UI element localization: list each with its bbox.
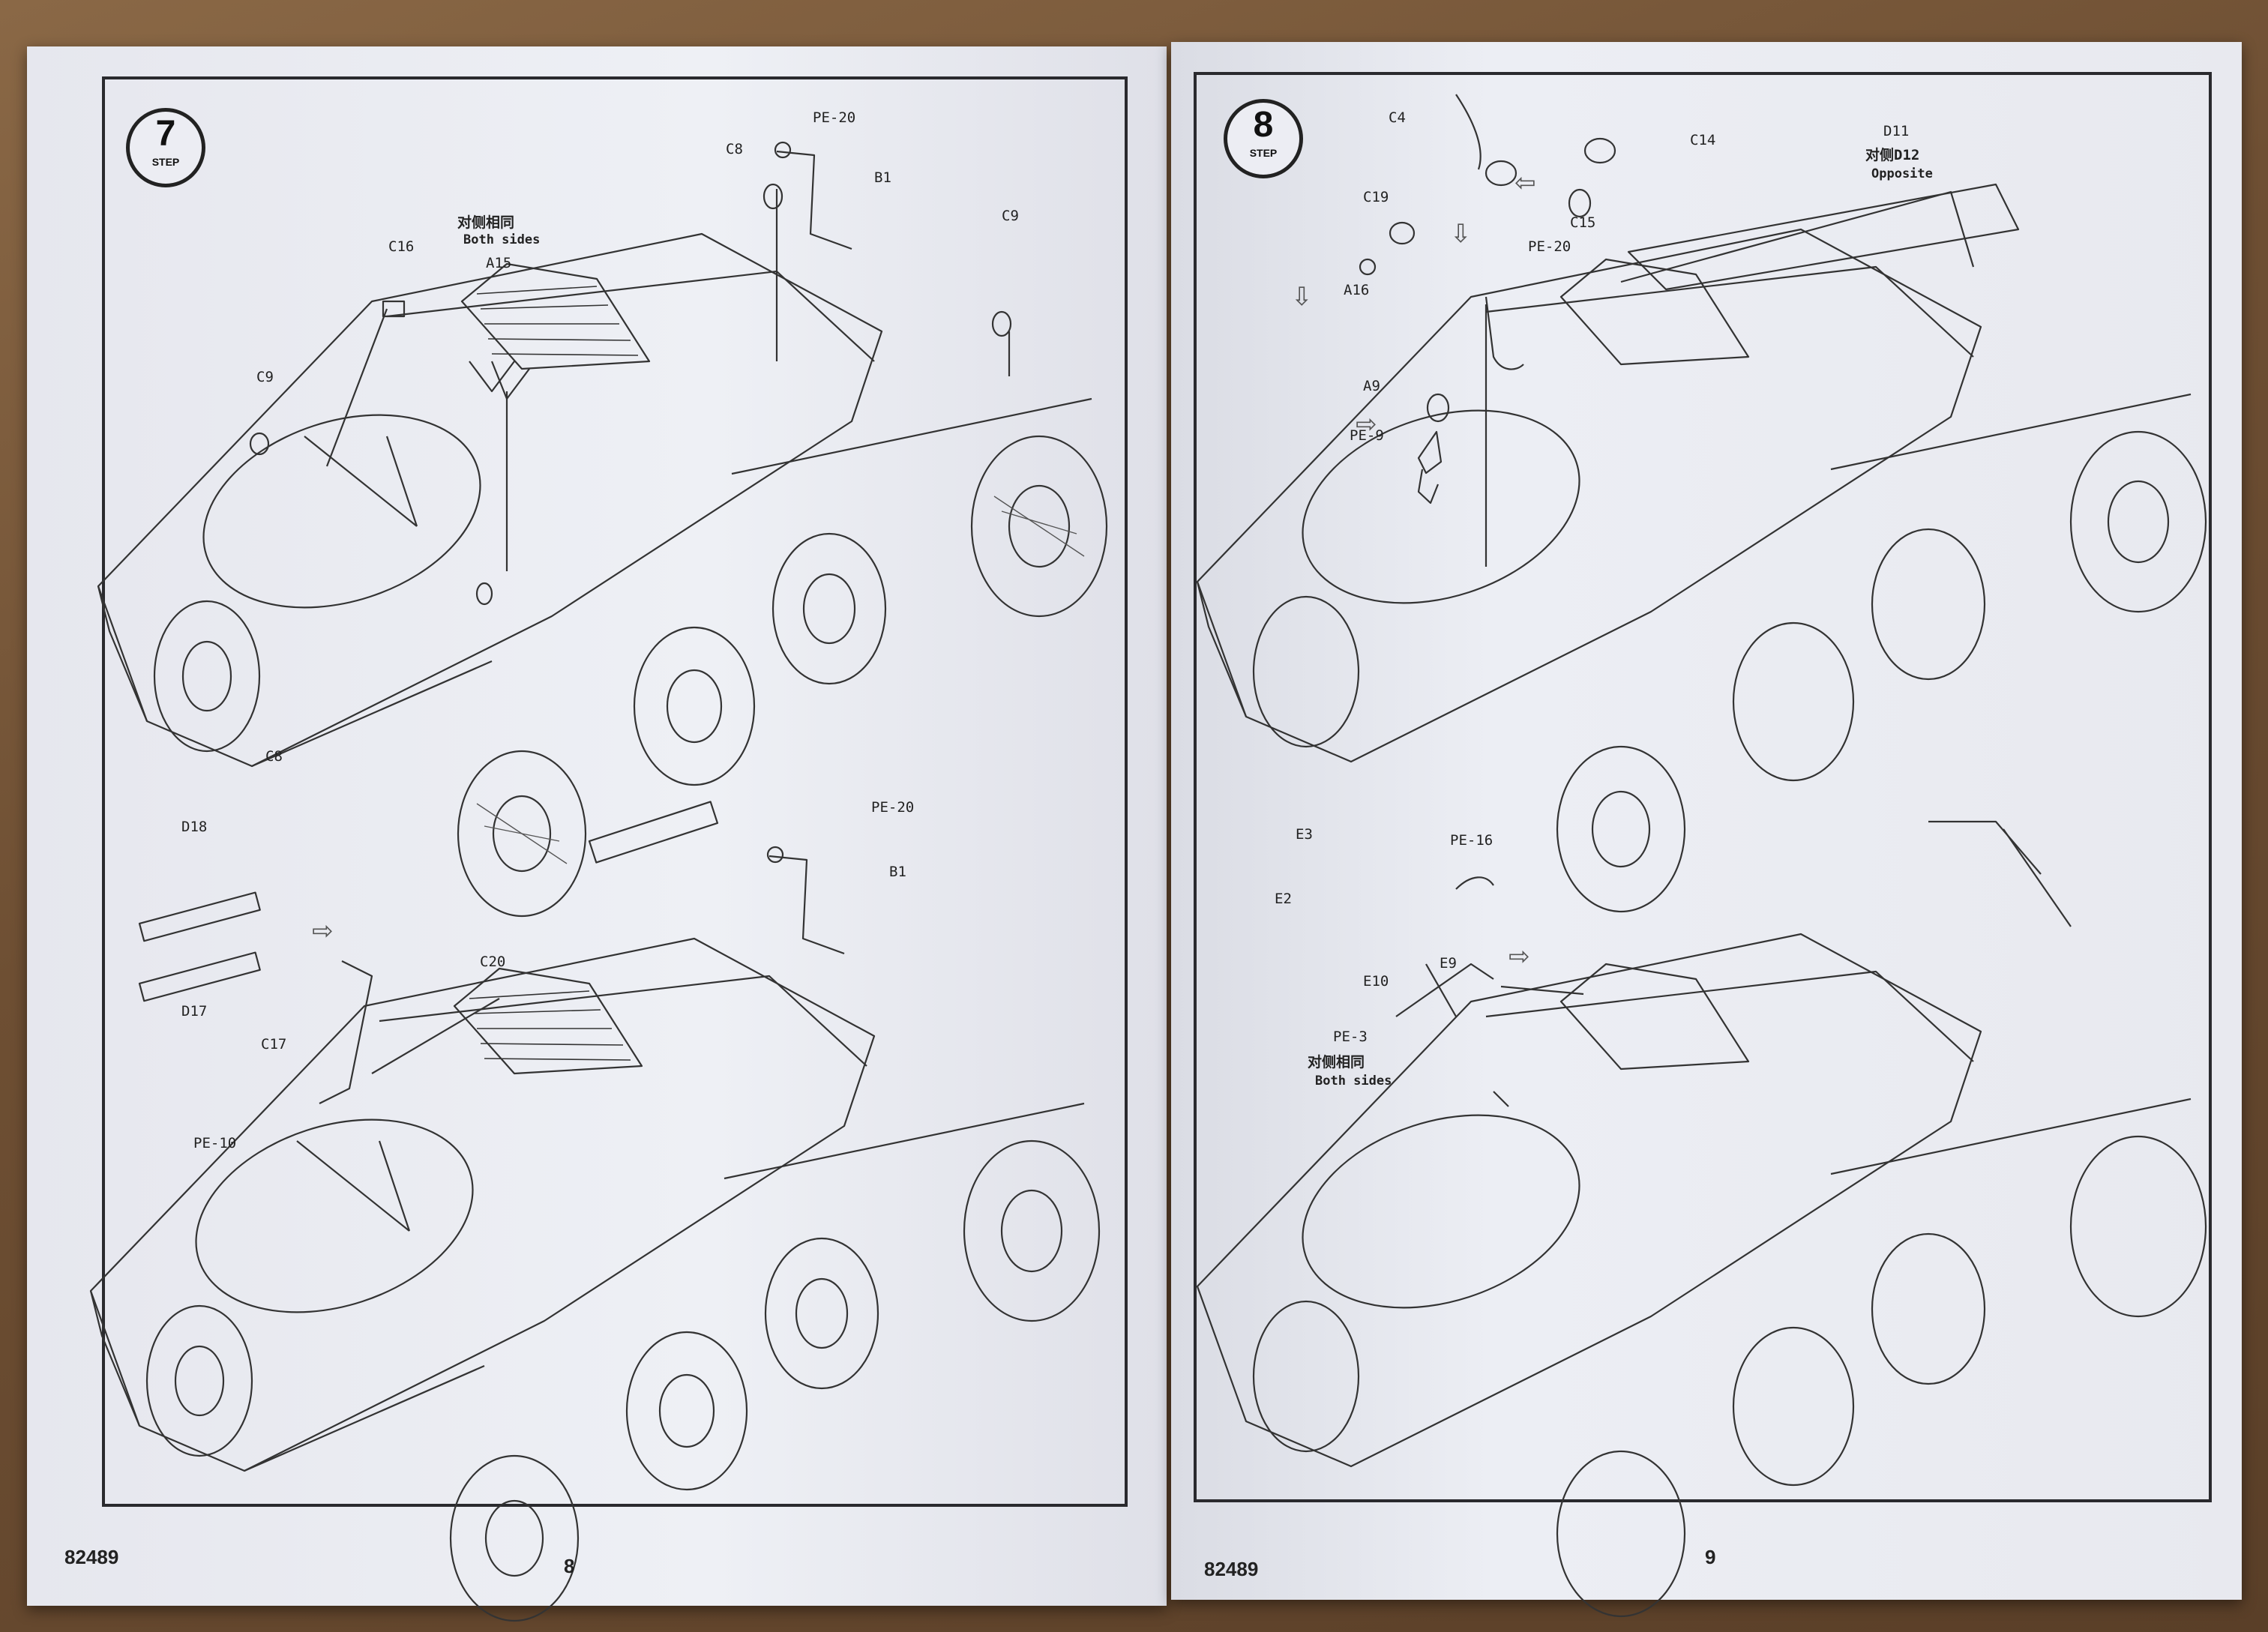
label-d11: D11 bbox=[1883, 123, 1910, 139]
left-page-illustration bbox=[89, 141, 1108, 1622]
left-page: 7 STEP bbox=[27, 46, 1167, 1622]
label-a9: A9 bbox=[1363, 378, 1380, 394]
label-d17: D17 bbox=[181, 1003, 208, 1020]
right-page-code: 82489 bbox=[1204, 1558, 1259, 1580]
assembly-arrow-icon: ⇨ bbox=[1356, 410, 1377, 439]
label-c16: C16 bbox=[388, 238, 415, 255]
assembly-arrow-icon: ⇦ bbox=[1514, 169, 1536, 197]
label-pe20: PE-20 bbox=[1528, 238, 1571, 255]
right-page: 8 STEP bbox=[1171, 42, 2242, 1618]
right-page-illustration bbox=[1196, 94, 2207, 1618]
label-pe16: PE-16 bbox=[1450, 832, 1494, 849]
label-c17: C17 bbox=[261, 1036, 287, 1053]
label-opposite-en: Opposite bbox=[1871, 166, 1933, 181]
left-page-number: 8 bbox=[564, 1555, 575, 1577]
right-page-number: 9 bbox=[1705, 1546, 1716, 1568]
d11-plate bbox=[1627, 183, 2020, 291]
step-label: STEP bbox=[151, 156, 180, 168]
label-both-sides-cn: 对侧相同 bbox=[1308, 1054, 1365, 1071]
label-pe10: PE-10 bbox=[193, 1135, 237, 1151]
label-c15: C15 bbox=[1570, 214, 1596, 231]
label-a15: A15 bbox=[486, 255, 512, 271]
label-both-sides-cn: 对侧相同 bbox=[457, 214, 515, 231]
label-b1-a: B1 bbox=[874, 169, 891, 186]
assembly-arrow-icon: ⇨ bbox=[1509, 942, 1530, 971]
vehicle-lower-drawing bbox=[89, 801, 1101, 1622]
label-c8-b: C8 bbox=[265, 748, 283, 765]
label-e10: E10 bbox=[1363, 973, 1389, 990]
step-number: 7 bbox=[155, 114, 176, 154]
assembly-arrow-icon: ⇩ bbox=[1291, 283, 1313, 311]
label-pe20-b: PE-20 bbox=[871, 799, 915, 816]
label-pe3: PE-3 bbox=[1333, 1029, 1368, 1045]
step-label: STEP bbox=[1249, 147, 1278, 159]
label-pe20-a: PE-20 bbox=[813, 109, 856, 126]
label-e2: E2 bbox=[1275, 891, 1292, 907]
label-pe9: PE-9 bbox=[1350, 427, 1384, 444]
label-c19: C19 bbox=[1363, 189, 1389, 205]
label-c9-b: C9 bbox=[256, 369, 274, 385]
label-e3: E3 bbox=[1296, 826, 1313, 843]
label-a16: A16 bbox=[1344, 282, 1370, 298]
vehicle-upper-drawing bbox=[1196, 190, 2207, 913]
step-8-badge: 8 STEP bbox=[1224, 99, 1303, 178]
vehicle-lower-drawing bbox=[1196, 933, 2207, 1618]
label-both-sides-en: Both sides bbox=[1315, 1074, 1392, 1088]
label-opposite-cn: 对侧D12 bbox=[1865, 147, 1920, 163]
assembly-arrow-icon: ⇩ bbox=[1450, 220, 1472, 248]
step-7-badge: 7 STEP bbox=[126, 108, 205, 187]
label-c4: C4 bbox=[1389, 109, 1406, 126]
assembly-arrow-icon: ⇨ bbox=[312, 917, 334, 945]
d17-d18-parts bbox=[138, 891, 261, 1002]
left-page-code: 82489 bbox=[64, 1546, 119, 1568]
right-page-frame bbox=[1194, 72, 2212, 1502]
label-c9-a: C9 bbox=[1002, 208, 1019, 224]
left-page-frame bbox=[102, 76, 1128, 1507]
vehicle-upper-drawing bbox=[97, 141, 1108, 918]
label-c14: C14 bbox=[1690, 132, 1716, 148]
label-e9: E9 bbox=[1440, 955, 1457, 972]
label-c8-a: C8 bbox=[726, 141, 743, 157]
label-d18: D18 bbox=[181, 819, 208, 835]
label-both-sides-en: Both sides bbox=[463, 232, 541, 247]
step-number: 8 bbox=[1253, 105, 1274, 145]
label-b1-b: B1 bbox=[889, 864, 906, 880]
label-c20: C20 bbox=[480, 954, 506, 970]
